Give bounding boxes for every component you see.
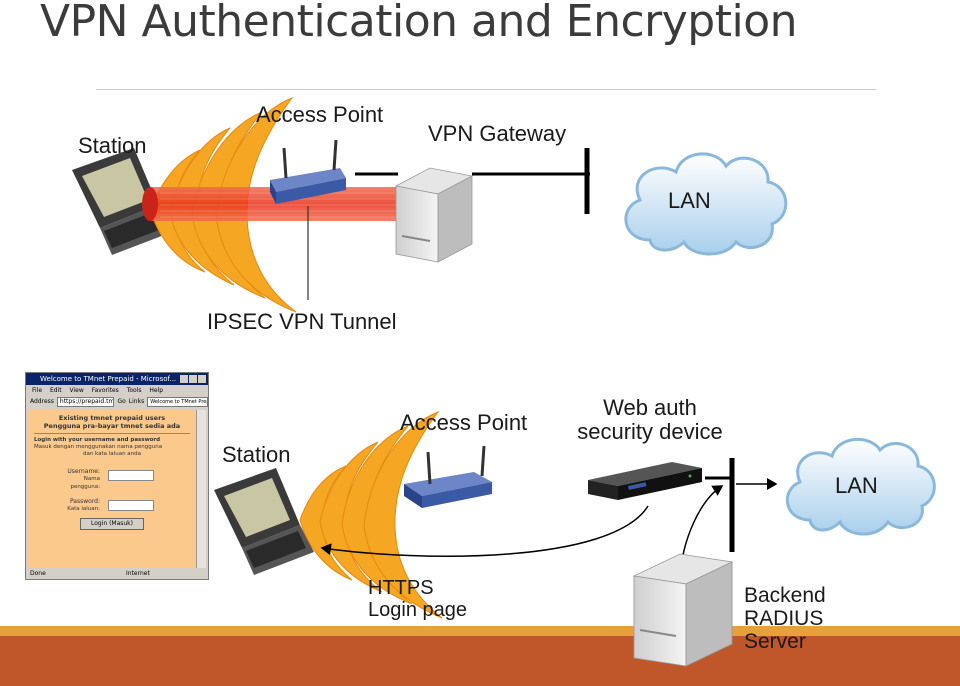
browser-tab[interactable]: Welcome to TMnet Prepaid <box>147 397 208 407</box>
password-row: Password: Kata laluan: <box>28 494 196 516</box>
bottom-lan-cloud <box>785 437 936 536</box>
login-divider <box>34 433 190 434</box>
password-label-text: Password: <box>69 498 100 505</box>
login-intro-line2: Masuk dengan menggunakan nama pengguna <box>34 444 163 450</box>
menu-edit[interactable]: Edit <box>49 387 62 394</box>
browser-login-window: Welcome to TMnet Prepaid - Microsof... F… <box>25 372 209 580</box>
vpn-gateway-server <box>394 167 474 263</box>
login-intro-line3: dan kata laluan anda <box>82 451 142 457</box>
maximize-icon[interactable] <box>189 375 197 383</box>
bottom-station-label: Station <box>222 442 291 467</box>
footer-band <box>0 636 960 686</box>
web-auth-device <box>588 462 702 500</box>
web-auth-label-line2: security device <box>577 419 723 445</box>
browser-address-bar: Address https://prepaid.tm Go Links Welc… <box>26 396 208 408</box>
bottom-radio-waves <box>299 410 443 619</box>
browser-status-bar: Done Internet <box>26 568 208 579</box>
title-divider <box>96 89 876 90</box>
address-label: Address <box>30 398 54 405</box>
top-access-point-router <box>270 139 346 204</box>
web-auth-label-line1: Web auth <box>603 395 697 420</box>
login-intro-line1: Login with your username and password <box>34 437 161 443</box>
radius-label-line2: RADIUS <box>744 607 824 631</box>
menu-view[interactable]: View <box>69 387 84 394</box>
login-heading: Existing tmnet prepaid users Pengguna pr… <box>28 410 196 430</box>
top-lan-cloud <box>624 152 788 256</box>
top-station-label: Station <box>78 133 147 158</box>
https-label-line2: Login page <box>368 599 467 621</box>
bottom-lan-label: LAN <box>835 473 878 498</box>
window-controls <box>180 375 206 383</box>
browser-title-bar: Welcome to TMnet Prepaid - Microsof... <box>26 373 208 385</box>
go-button[interactable]: Go <box>117 398 126 405</box>
username-sub-line1: Nama <box>83 476 100 482</box>
top-lan-label: LAN <box>668 188 711 213</box>
menu-tools[interactable]: Tools <box>126 387 142 394</box>
links-button[interactable]: Links <box>128 398 145 405</box>
bottom-access-point-router <box>404 445 492 508</box>
login-intro: Login with your username and password Ma… <box>28 437 196 458</box>
close-icon[interactable] <box>198 375 206 383</box>
status-done: Done <box>30 570 46 577</box>
tunnel-label: IPSEC VPN Tunnel <box>207 309 397 334</box>
vpn-gateway-label: VPN Gateway <box>428 121 567 146</box>
bottom-access-point-label: Access Point <box>400 410 528 435</box>
login-page-content: Existing tmnet prepaid users Pengguna pr… <box>28 410 196 568</box>
top-station-laptop <box>72 148 172 255</box>
login-heading-line1: Existing tmnet prepaid users <box>58 414 166 422</box>
username-input[interactable] <box>108 470 154 481</box>
login-heading-line2: Pengguna pra-bayar tmnet sedia ada <box>43 422 181 430</box>
status-internet: Internet <box>126 570 150 577</box>
radius-label-line3: Server <box>744 630 806 654</box>
login-button[interactable]: Login (Masuk) <box>80 518 144 530</box>
radius-label-line1: Backend <box>744 584 826 607</box>
username-label: Username: Nama pengguna: <box>67 468 100 491</box>
password-input[interactable] <box>108 500 154 511</box>
slide-title: VPN Authentication and Encryption <box>40 0 798 47</box>
browser-scrollbar[interactable] <box>196 410 206 568</box>
username-sub-line2: pengguna: <box>70 484 100 490</box>
minimize-icon[interactable] <box>180 375 188 383</box>
redirect-arrow <box>320 505 649 557</box>
username-label-text: Username: <box>67 468 100 475</box>
https-label-line1: HTTPS <box>368 577 434 599</box>
radius-label: Backend RADIUS Server <box>744 584 826 653</box>
address-input[interactable]: https://prepaid.tm <box>56 397 115 407</box>
bottom-station-laptop <box>214 468 314 575</box>
menu-favorites[interactable]: Favorites <box>91 387 119 394</box>
menu-help[interactable]: Help <box>149 387 164 394</box>
top-access-point-label: Access Point <box>256 102 384 127</box>
footer-accent-stripe <box>0 626 960 636</box>
browser-window-title: Welcome to TMnet Prepaid - Microsof... <box>40 375 177 383</box>
password-sub: Kata laluan: <box>67 506 100 512</box>
menu-file[interactable]: File <box>32 387 43 394</box>
https-label: HTTPS Login page <box>368 577 467 621</box>
web-auth-label: Web auth security device <box>560 395 740 445</box>
password-label: Password: Kata laluan: <box>67 498 100 513</box>
browser-menu-bar: File Edit View Favorites Tools Help <box>26 385 208 396</box>
username-row: Username: Nama pengguna: <box>28 464 196 490</box>
